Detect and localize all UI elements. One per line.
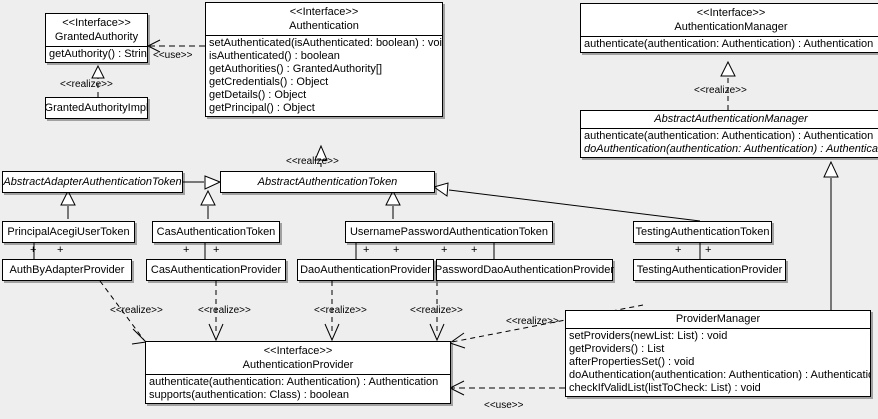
operation: supports(authentication: Class) : boolea…	[149, 389, 349, 401]
label-use-authentication-granted-authority: <<use>>	[153, 50, 193, 61]
class-name: AbstractAuthenticationManager	[654, 113, 808, 125]
class-name: TestingAuthenticationToken	[635, 225, 770, 238]
class-testing-authentication-token[interactable]: TestingAuthenticationToken	[633, 221, 772, 243]
label-realize-auth-by-adapter: <<realize>>	[110, 305, 163, 316]
class-name: PrincipalAcegiUserToken	[7, 225, 130, 238]
label-realize-granted-authority-impl: <<realize>>	[60, 79, 113, 90]
class-name: Authentication	[289, 20, 359, 32]
multiplicity-testing-left: +	[675, 244, 682, 256]
multiplicity-username-left2: +	[441, 244, 448, 256]
operation: checkIfValidList(listToCheck: List) : vo…	[569, 382, 761, 394]
class-name: AbstractAdapterAuthenticationToken	[3, 175, 182, 188]
class-name: UsernamePasswordAuthenticationToken	[349, 225, 549, 238]
class-granted-authority[interactable]: <<Interface>> GrantedAuthority getAuthor…	[45, 13, 148, 63]
class-name: DaoAuthenticationProvider	[300, 263, 431, 276]
label-realize-abstract-token-authentication: <<realize>>	[286, 156, 339, 167]
operation: getDetails() : Object	[209, 89, 307, 101]
multiplicity-principal-right: +	[57, 244, 64, 256]
class-name: TestingAuthenticationProvider	[636, 263, 783, 276]
multiplicity-cas-left: +	[183, 244, 190, 256]
class-name: GrantedAuthority	[54, 31, 139, 43]
operation: getAuthority() : String	[49, 48, 147, 60]
class-name: AuthenticationManager	[674, 21, 788, 33]
multiplicity-username-right2: +	[471, 244, 478, 256]
class-granted-authority-impl[interactable]: GrantedAuthorityImpl	[45, 97, 148, 119]
operations-compartment: authenticate(authentication: Authenticat…	[581, 36, 878, 52]
class-header: <<Interface>> Authentication	[206, 3, 442, 35]
class-name: CasAuthenticationToken	[156, 225, 276, 238]
class-cas-authentication-token[interactable]: CasAuthenticationToken	[152, 221, 280, 243]
class-name: AuthenticationProvider	[242, 359, 354, 371]
class-header: <<Interface>> AuthenticationManager	[581, 4, 878, 36]
class-header: <<Interface>> AuthenticationProvider	[146, 342, 450, 374]
class-name: GrantedAuthorityImpl	[44, 101, 149, 114]
multiplicity-principal-left: +	[30, 244, 37, 256]
class-name: PasswordDaoAuthenticationProvider	[434, 263, 615, 276]
class-abstract-adapter-authentication-token[interactable]: AbstractAdapterAuthenticationToken	[2, 171, 183, 193]
label-realize-dao-provider: <<realize>>	[314, 305, 367, 316]
class-name: AbstractAuthenticationToken	[257, 175, 398, 188]
multiplicity-testing-right: +	[705, 244, 712, 256]
stereotype-label: <<Interface>>	[696, 7, 766, 19]
operations-compartment: setProviders(newList: List) : void getPr…	[566, 328, 870, 396]
class-authentication[interactable]: <<Interface>> Authentication setAuthenti…	[205, 2, 443, 117]
operation: afterPropertiesSet() : void	[569, 356, 695, 368]
class-name: CasAuthenticationProvider	[150, 263, 282, 276]
operation: setAuthenticated(isAuthenticated: boolea…	[209, 37, 442, 49]
label-realize-provider-manager: <<realize>>	[506, 316, 559, 327]
operation: getCredentials() : Object	[209, 76, 329, 88]
class-name: ProviderManager	[675, 313, 761, 325]
operations-compartment: authenticate(authentication: Authenticat…	[146, 374, 450, 403]
class-name: AuthByAdapterProvider	[9, 263, 125, 276]
multiplicity-username-left: +	[363, 244, 370, 256]
class-password-dao-authentication-provider[interactable]: PasswordDaoAuthenticationProvider	[435, 259, 614, 281]
operation: authenticate(authentication: Authenticat…	[584, 38, 874, 50]
class-authentication-provider[interactable]: <<Interface>> AuthenticationProvider aut…	[145, 341, 451, 404]
class-dao-authentication-provider[interactable]: DaoAuthenticationProvider	[297, 259, 434, 281]
multiplicity-username-right: +	[393, 244, 400, 256]
stereotype-label: <<Interface>>	[263, 345, 333, 357]
operation: getAuthorities() : GrantedAuthority[]	[209, 63, 383, 75]
label-use-provider-manager: <<use>>	[484, 400, 524, 411]
operation: authenticate(authentication: Authenticat…	[584, 130, 874, 142]
label-realize-cas-provider: <<realize>>	[198, 305, 251, 316]
class-header: ProviderManager	[566, 311, 870, 328]
operation: isAuthenticated() : boolean	[209, 50, 340, 62]
class-testing-authentication-provider[interactable]: TestingAuthenticationProvider	[633, 259, 786, 281]
operation: doAuthentication(authentication: Authent…	[584, 143, 878, 155]
class-abstract-authentication-manager[interactable]: AbstractAuthenticationManager authentica…	[580, 110, 878, 158]
class-cas-authentication-provider[interactable]: CasAuthenticationProvider	[146, 259, 286, 281]
class-provider-manager[interactable]: ProviderManager setProviders(newList: Li…	[565, 310, 871, 397]
stereotype-label: <<Interface>>	[62, 17, 131, 29]
label-realize-abstract-manager: <<realize>>	[694, 85, 747, 96]
label-realize-password-dao-provider: <<realize>>	[410, 305, 463, 316]
class-authentication-manager[interactable]: <<Interface>> AuthenticationManager auth…	[580, 3, 878, 53]
class-username-password-authentication-token[interactable]: UsernamePasswordAuthenticationToken	[345, 221, 553, 243]
operations-compartment: authenticate(authentication: Authenticat…	[581, 128, 878, 157]
class-principal-acegi-user-token[interactable]: PrincipalAcegiUserToken	[2, 221, 135, 243]
operation: authenticate(authentication: Authenticat…	[149, 376, 439, 388]
stereotype-label: <<Interface>>	[289, 6, 359, 18]
operation: doAuthentication(authentication: Authent…	[569, 369, 870, 381]
class-auth-by-adapter-provider[interactable]: AuthByAdapterProvider	[2, 259, 132, 281]
operation: setProviders(newList: List) : void	[569, 330, 728, 342]
class-abstract-authentication-token[interactable]: AbstractAuthenticationToken	[220, 171, 435, 193]
multiplicity-cas-right: +	[213, 244, 220, 256]
operations-compartment: setAuthenticated(isAuthenticated: boolea…	[206, 35, 442, 116]
class-header: AbstractAuthenticationManager	[581, 111, 878, 128]
class-header: <<Interface>> GrantedAuthority	[46, 14, 147, 46]
operation: getPrincipal() : Object	[209, 102, 315, 114]
operations-compartment: getAuthority() : String	[46, 46, 147, 62]
operation: getProviders() : List	[569, 343, 665, 355]
